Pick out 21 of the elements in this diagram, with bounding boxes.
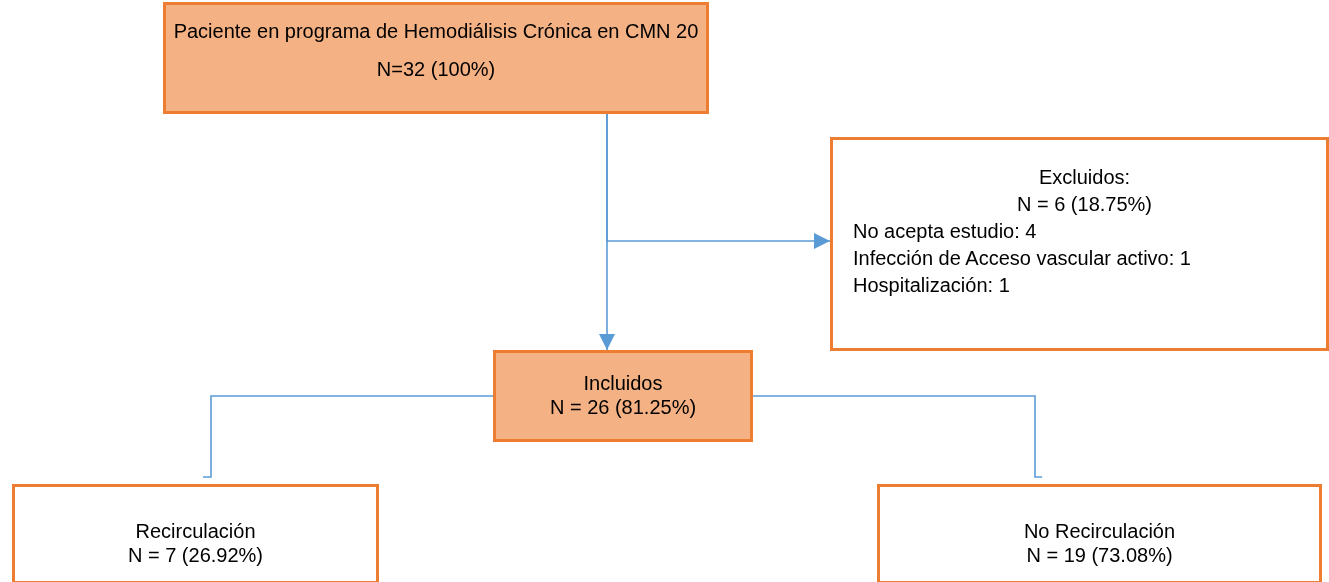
box-text: Hospitalización: 1 (853, 273, 1010, 298)
box-text: N=32 (100%) (376, 57, 496, 81)
process-box (877, 484, 1322, 582)
box-text: N = 19 (73.08%) (1026, 543, 1173, 567)
box-text: Incluidos (583, 371, 663, 395)
box-text: N = 26 (81.25%) (549, 395, 697, 419)
process-box (163, 2, 709, 114)
connector-line (202, 395, 494, 478)
arrow (606, 113, 831, 249)
box-text: Excluidos: (1038, 165, 1131, 190)
box-text: N = 7 (26.92%) (127, 543, 264, 567)
box-text: No acepta estudio: 4 (853, 219, 1037, 244)
process-box (830, 137, 1329, 351)
box-text: Paciente en programa de Hemodiálisis Crónica en CMN 20 (173, 19, 699, 43)
box-text: N = 6 (18.75%) (1016, 192, 1153, 217)
box-text: Recirculación (135, 519, 256, 543)
connector-line (752, 395, 1043, 478)
box-text: Infección de Acceso vascular activo: 1 (853, 246, 1191, 271)
process-box (12, 484, 379, 582)
process-box (493, 350, 753, 442)
box-text: No Recirculación (1023, 519, 1176, 543)
